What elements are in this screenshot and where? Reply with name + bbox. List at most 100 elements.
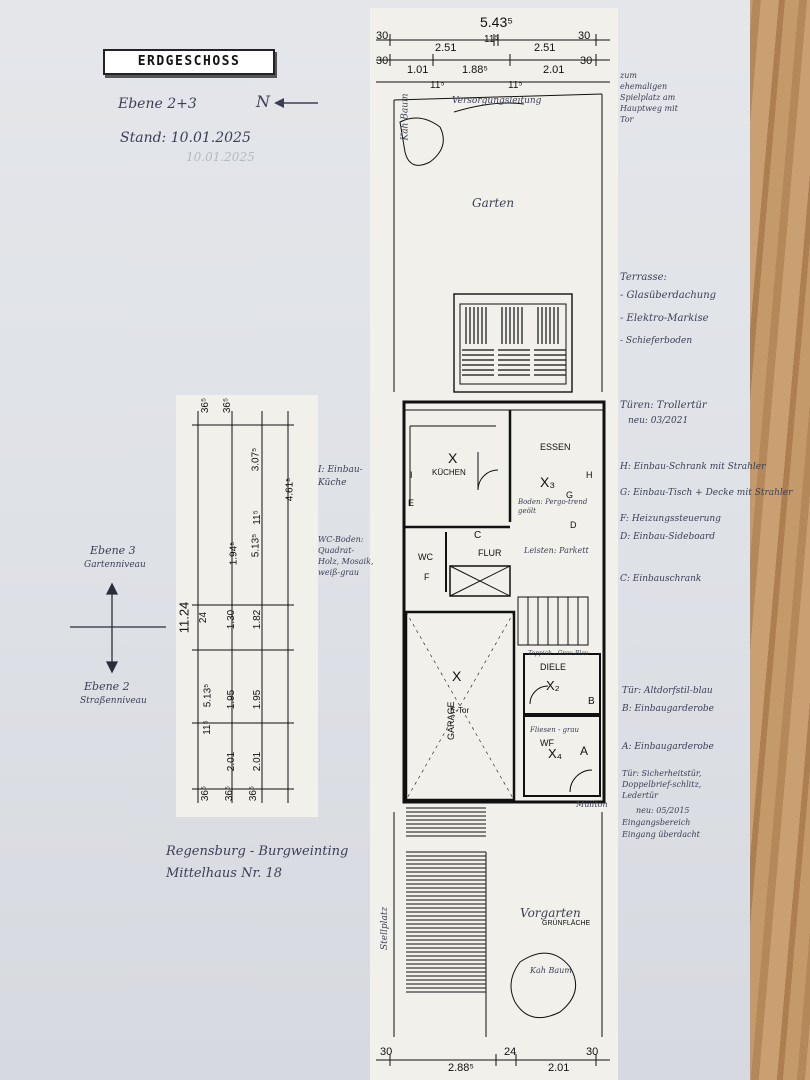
- bottom-dimension-chain: [376, 1054, 610, 1066]
- label-muelltonne: Müllton: [576, 800, 608, 809]
- note-tueren-neu: neu: 03/2021: [628, 416, 689, 426]
- dim-r3-a: 11⁵: [430, 80, 445, 91]
- note-teppich: Teppich - Grau-Blau: [528, 650, 589, 657]
- dim-r2-a: 30: [376, 55, 389, 67]
- note-leisten: Leisten: Parkett: [524, 546, 589, 555]
- label-essen: ESSEN: [540, 442, 571, 452]
- dim-r2-b: 1.01: [407, 64, 429, 76]
- section-c2-b: 1.94⁵: [228, 541, 240, 566]
- label-baum-top: Kah Baum: [400, 93, 411, 141]
- bottom-dim-a: 30: [380, 1046, 393, 1058]
- bottom-dim-d: 2.01: [548, 1062, 570, 1074]
- section-c1-b: 24: [198, 611, 210, 624]
- label-kochen: KÜCHEN: [432, 468, 466, 477]
- address-line1: Regensburg - Burgweinting: [166, 844, 349, 859]
- letter-h: H: [586, 470, 593, 480]
- marker-garage: X: [452, 668, 462, 684]
- letter-i: I: [410, 470, 413, 480]
- note-terrasse: Terrasse:: [620, 272, 667, 283]
- dim-r2-c: 1.88⁵: [462, 64, 488, 76]
- note-einbaukueche: I: Einbau-Küche: [318, 465, 363, 488]
- letter-d: D: [570, 520, 577, 530]
- section-c3-a: 3.07⁵: [250, 447, 262, 472]
- dim-r1-e: 30: [578, 30, 591, 42]
- label-garage-tor: E-Tor: [450, 706, 470, 715]
- letter-g: G: [566, 490, 574, 500]
- note-a: A: Einbaugarderobe: [622, 742, 714, 752]
- section-c3-f: 2.01: [252, 751, 264, 772]
- section-strip: [176, 395, 318, 817]
- section-c1-d: 11⁵: [201, 720, 213, 735]
- letter-a: A: [580, 744, 589, 758]
- label-stellplatz: Stellplatz: [380, 906, 390, 950]
- note-c: C: Einbauschrank: [620, 574, 702, 584]
- note-tuer-alt: Tür: Altdorfstil-blau: [622, 686, 713, 696]
- letter-e: E: [408, 498, 415, 508]
- note-b: B: Einbaugarderobe: [622, 704, 714, 714]
- section-ebene2-sub: Straßenniveau: [80, 696, 147, 706]
- dim-r1-a: 30: [376, 30, 389, 42]
- date-note-faint: 10.01.2025: [186, 150, 255, 164]
- bottom-dim-b: 2.88⁵: [448, 1062, 474, 1074]
- section-c3-c: 5.13⁵: [250, 533, 262, 558]
- note-spielplatz: zum ehemaligen Spielplatz am Hauptweg mi…: [620, 71, 678, 124]
- note-fliesen: Fliesen - grau: [530, 726, 580, 734]
- label-gruenflaeche: GRÜNFLÄCHE: [542, 920, 591, 927]
- section-ebene2: Ebene 2: [84, 680, 130, 693]
- dim-overall: 5.43⁵: [480, 14, 514, 30]
- letter-f: F: [424, 572, 430, 582]
- label-wf: WF: [540, 738, 554, 748]
- section-c3-g: 36⁵: [248, 785, 260, 802]
- section-c3-e: 1.95: [252, 689, 264, 710]
- section-c2-e: 2.01: [226, 751, 238, 772]
- section-ebene3: Ebene 3: [90, 544, 136, 557]
- note-h: H: Einbau-Schrank mit Strahler: [620, 462, 766, 472]
- section-total: 11.24: [176, 601, 192, 634]
- note-d: D: Einbau-Sideboard: [620, 532, 716, 542]
- section-c1-e: 36⁵: [200, 785, 212, 802]
- title-text: ERDGESCHOSS: [137, 54, 241, 69]
- note-wc-boden: WC-Boden: Quadrat-Holz, Mosaik, weiß-gra…: [318, 535, 374, 577]
- label-garten: Garten: [472, 196, 515, 210]
- dim-r1-b: 2.51: [435, 42, 457, 54]
- date-note: Stand: 10.01.2025: [120, 130, 251, 146]
- label-wc: WC: [418, 552, 433, 562]
- note-sicherheitstuer-neu: neu: 05/2015: [636, 806, 690, 815]
- note-schiefer: - Schieferboden: [620, 336, 693, 346]
- label-versorgung: Versorgungsleitung: [452, 96, 542, 106]
- section-c1-a: 36⁵: [200, 397, 212, 414]
- section-c1-c: 5.13⁵: [202, 683, 214, 708]
- letter-b: B: [588, 696, 595, 707]
- marker-diele: X₂: [546, 678, 560, 693]
- section-c3-d: 1.82: [252, 609, 264, 630]
- level-arrows-icon: [70, 582, 166, 674]
- section-c3-b: 11⁵: [251, 510, 263, 525]
- letter-c: C: [474, 530, 482, 541]
- dim-r3-b: 11⁵: [508, 80, 523, 91]
- note-markise: - Elektro-Markise: [620, 313, 709, 324]
- bottom-dim-c: 24: [504, 1046, 517, 1058]
- label-baum-bottom: Kah Baum: [530, 966, 572, 975]
- note-boden-essen: Boden: Pergo-trend geölt: [518, 498, 588, 515]
- section-c4-a: 4.61⁵: [284, 477, 296, 502]
- dim-r2-d: 2.01: [543, 64, 565, 76]
- label-flur: FLUR: [478, 548, 502, 558]
- section-c2-c: 1.30: [226, 609, 238, 630]
- north-arrow-icon: [274, 98, 318, 108]
- bottom-dim-e: 30: [586, 1046, 599, 1058]
- section-ebene3-sub: Gartenniveau: [84, 560, 146, 570]
- note-f: F: Heizungssteuerung: [620, 514, 721, 524]
- top-dimension-chain: [376, 34, 610, 83]
- note-sicherheitstuer: Tür: Sicherheitstür, Doppelbrief-schlitz…: [622, 769, 702, 800]
- note-eingangsbereich: Eingangsbereich: [622, 818, 691, 827]
- title-label: ERDGESCHOSS: [103, 49, 275, 75]
- floor-plan-strip: [370, 8, 618, 1080]
- label-diele: DIELE: [540, 662, 567, 672]
- section-c2-a: 36⁵: [222, 397, 234, 414]
- label-vorgarten: Vorgarten: [520, 906, 581, 920]
- section-c2-f: 36⁵: [224, 785, 236, 802]
- note-tueren: Türen: Trollertür: [620, 400, 707, 411]
- dim-r2-e: 30: [580, 55, 593, 67]
- north-label: N: [256, 92, 270, 111]
- marker-kochen: X: [448, 450, 458, 466]
